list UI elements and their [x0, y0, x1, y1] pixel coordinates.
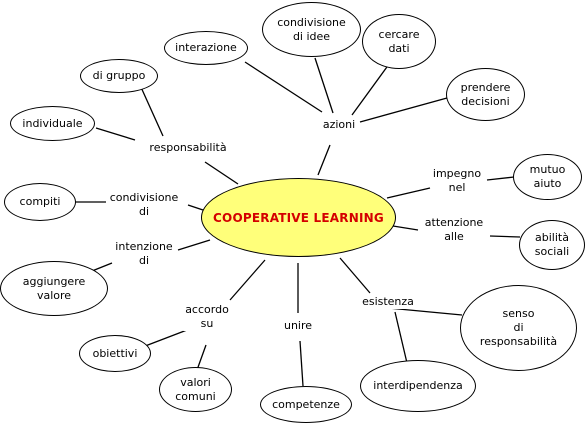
- node-interazione: interazione: [164, 31, 248, 65]
- node-cercare-dati: cercare dati: [362, 14, 436, 69]
- link-intenzione-di: intenzione di: [113, 240, 175, 268]
- line-esistenza-interdip: [394, 311, 408, 364]
- link-accordo-su: accordo su: [183, 303, 231, 331]
- line-azioni-interazione: [244, 61, 323, 113]
- node-individuale: individuale: [10, 106, 95, 141]
- link-esistenza: esistenza: [360, 295, 416, 309]
- node-prendere-decisioni: prendere decisioni: [446, 68, 525, 121]
- line-azioni-cercare: [351, 59, 393, 116]
- link-condivisione-di: condivisione di: [107, 191, 181, 219]
- link-azioni: azioni: [320, 118, 358, 132]
- link-attenzione-alle: attenzione alle: [422, 216, 486, 244]
- line-center-condivisione: [187, 204, 204, 211]
- node-aggiungere-valore: aggiungere valore: [0, 261, 108, 316]
- line-esistenza-senso: [387, 307, 463, 316]
- line-resp-individuale: [95, 127, 136, 141]
- node-interdipendenza: interdipendenza: [360, 360, 476, 412]
- line-center-impegno: [386, 187, 431, 199]
- line-unire-competenze: [299, 340, 304, 387]
- link-impegno-nel: impegno nel: [430, 167, 484, 195]
- line-center-esistenza: [339, 257, 371, 294]
- line-impegno-mutuo: [486, 176, 515, 181]
- node-senso-di-responsabilita: senso di responsabilità: [460, 285, 577, 371]
- node-competenze: competenze: [260, 386, 352, 423]
- node-di-gruppo: di gruppo: [80, 59, 158, 93]
- center-node-cooperative-learning: COOPERATIVE LEARNING: [201, 178, 396, 257]
- link-unire: unire: [281, 319, 315, 333]
- node-compiti: compiti: [4, 183, 76, 221]
- node-obiettivi: obiettivi: [79, 335, 151, 372]
- node-mutuo-aiuto: mutuo aiuto: [513, 154, 582, 200]
- node-abilita-sociali: abilità sociali: [519, 220, 585, 270]
- line-center-attenzione: [392, 225, 419, 231]
- line-center-accordo: [229, 259, 266, 301]
- line-accordo-valori: [196, 344, 207, 371]
- line-azioni-decisioni: [359, 97, 448, 123]
- node-condivisione-di-idee: condivisione di idee: [262, 2, 361, 57]
- node-valori-comuni: valori comuni: [159, 367, 232, 412]
- line-resp-gruppo: [139, 84, 164, 137]
- line-center-intenzione: [177, 239, 211, 251]
- line-azioni-idee: [314, 57, 334, 114]
- link-responsabilita: responsabilità: [147, 141, 229, 155]
- line-attenzione-abilita: [489, 235, 521, 238]
- line-center-responsabilita: [204, 161, 239, 185]
- line-center-azioni: [317, 144, 331, 176]
